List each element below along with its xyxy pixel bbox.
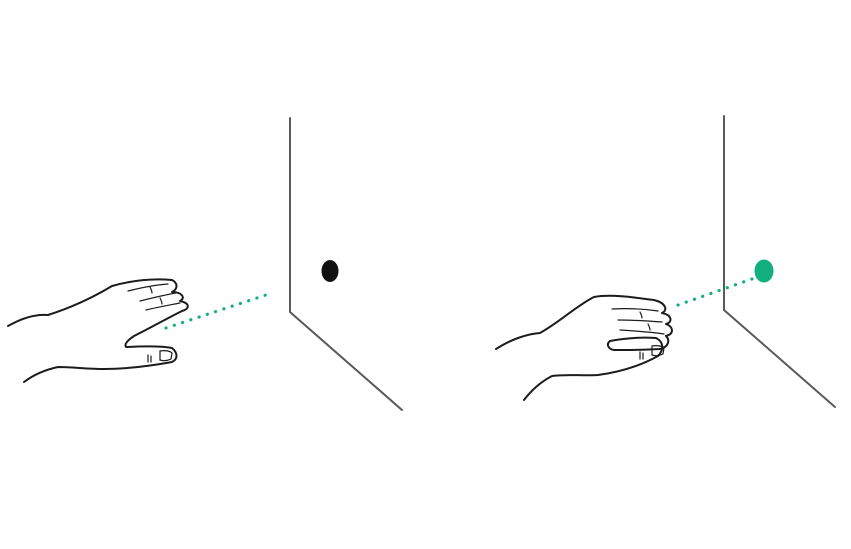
beam-dotted-right: [676, 277, 754, 307]
hand-pointing-icon: [495, 294, 673, 401]
hand-pointing-icon: [7, 278, 189, 383]
wall-corner-left: [289, 117, 403, 411]
panel-inactive: [7, 117, 403, 411]
beam-dotted-left: [164, 291, 274, 330]
sensor-dot-active: [754, 259, 774, 283]
wall-corner-right: [723, 115, 836, 408]
sensor-dot-inactive: [321, 260, 339, 282]
panel-active: [495, 115, 836, 408]
